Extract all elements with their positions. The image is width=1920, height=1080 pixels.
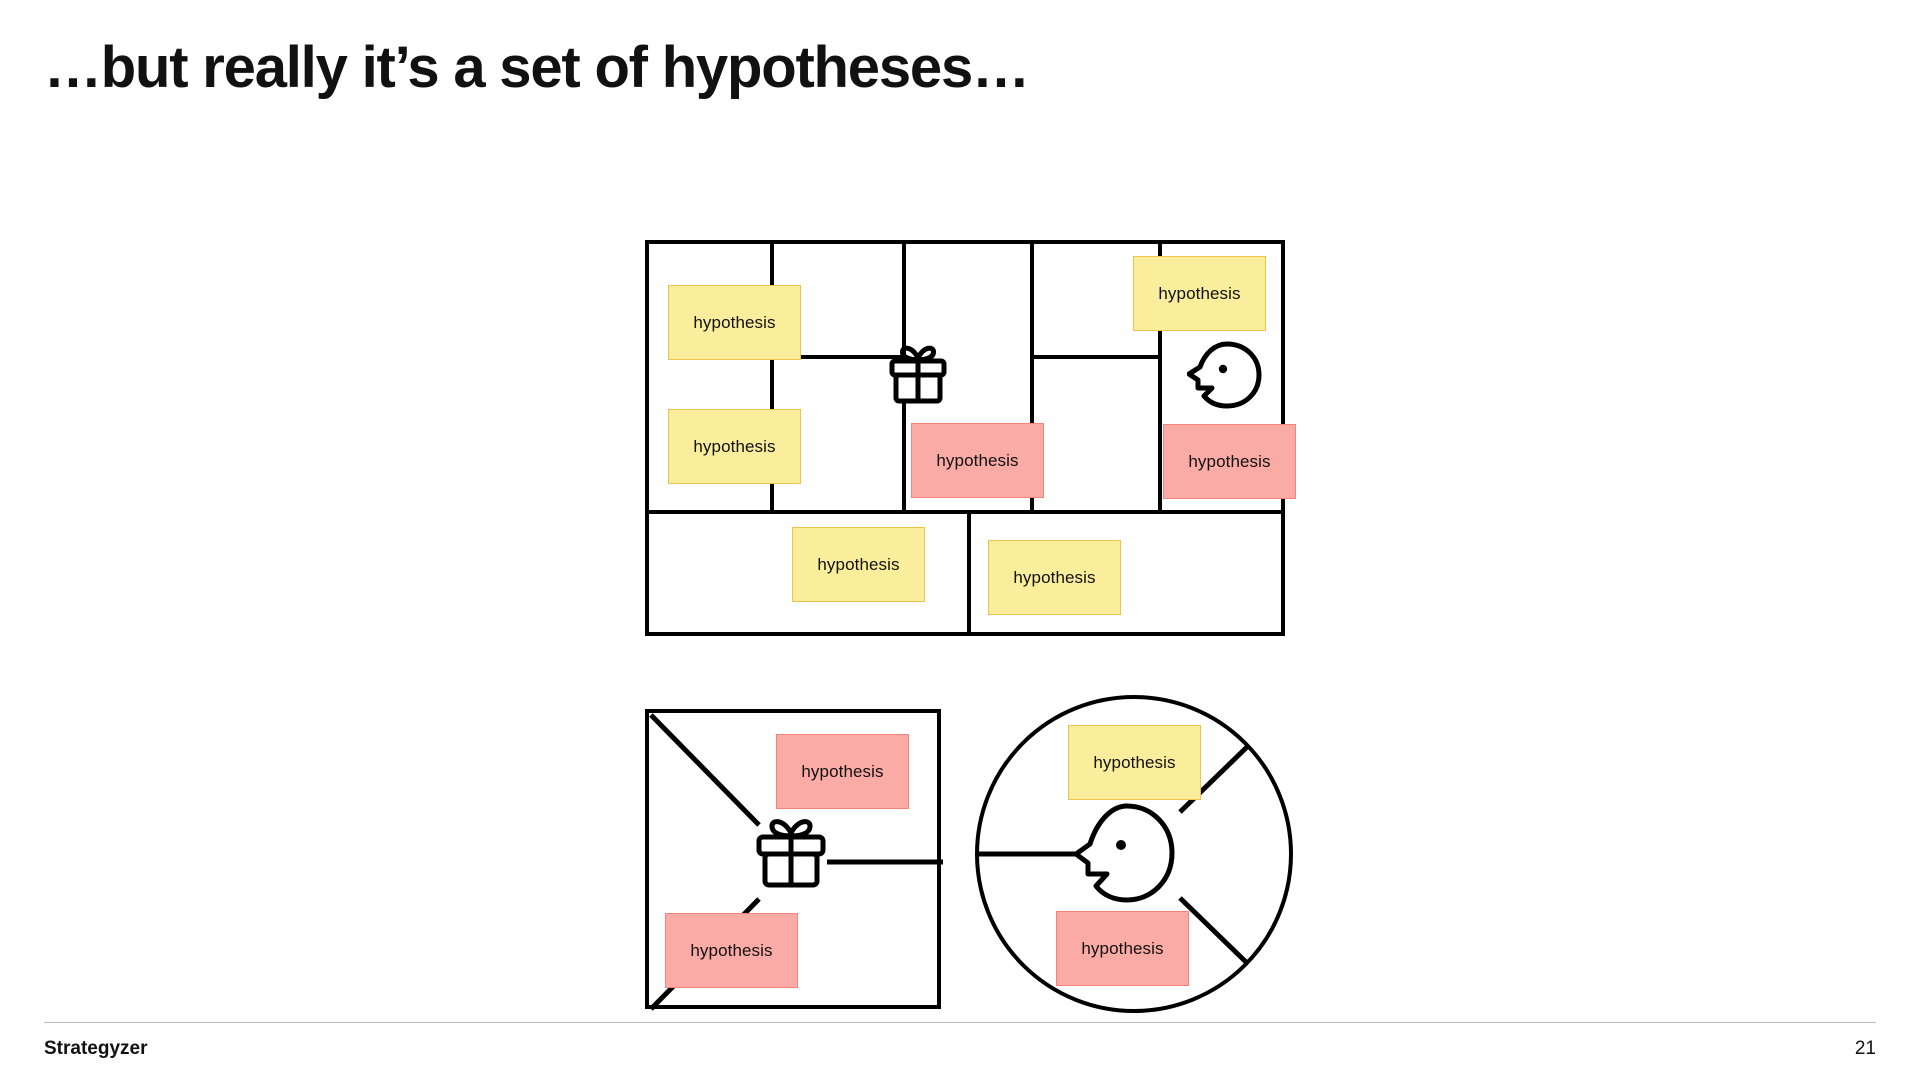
bmc-divider-v1 bbox=[770, 244, 774, 510]
bmc-divider-h-main bbox=[649, 510, 1281, 514]
customer-head-icon bbox=[1186, 336, 1267, 414]
sticky-note-label: hypothesis bbox=[693, 437, 776, 456]
sticky-note[interactable]: hypothesis bbox=[988, 540, 1121, 615]
sticky-note[interactable]: hypothesis bbox=[792, 527, 925, 602]
sticky-note-label: hypothesis bbox=[1093, 753, 1176, 772]
gift-icon bbox=[747, 808, 835, 896]
sticky-note[interactable]: hypothesis bbox=[1163, 424, 1296, 499]
sticky-note[interactable]: hypothesis bbox=[665, 913, 798, 988]
bmc-divider-v4 bbox=[1158, 244, 1162, 510]
sticky-note-label: hypothesis bbox=[1158, 284, 1241, 303]
sticky-note[interactable]: hypothesis bbox=[911, 423, 1044, 498]
bmc-divider-h-channels bbox=[1030, 355, 1162, 359]
page-title: …but really it’s a set of hypotheses… bbox=[44, 35, 1030, 100]
sticky-note-label: hypothesis bbox=[801, 762, 884, 781]
sticky-note-label: hypothesis bbox=[1081, 939, 1164, 958]
bmc-divider-v3 bbox=[1030, 244, 1034, 510]
gift-icon bbox=[881, 336, 955, 410]
sticky-note-label: hypothesis bbox=[817, 555, 900, 574]
footer-divider bbox=[44, 1022, 1876, 1023]
sticky-note-label: hypothesis bbox=[936, 451, 1019, 470]
bmc-divider-v-bottom bbox=[967, 510, 971, 636]
page-number: 21 bbox=[1854, 1038, 1876, 1059]
brand-label: Strategyzer bbox=[44, 1038, 148, 1059]
sticky-note[interactable]: hypothesis bbox=[668, 409, 801, 484]
sticky-note-label: hypothesis bbox=[690, 941, 773, 960]
customer-head-icon bbox=[1072, 801, 1182, 907]
sticky-note[interactable]: hypothesis bbox=[1133, 256, 1266, 331]
bmc-divider-h-keyactivities bbox=[770, 355, 906, 359]
sticky-note[interactable]: hypothesis bbox=[668, 285, 801, 360]
sticky-note[interactable]: hypothesis bbox=[776, 734, 909, 809]
sticky-note-label: hypothesis bbox=[693, 313, 776, 332]
sticky-note-label: hypothesis bbox=[1188, 452, 1271, 471]
sticky-note[interactable]: hypothesis bbox=[1068, 725, 1201, 800]
sticky-note-label: hypothesis bbox=[1013, 568, 1096, 587]
customer-profile-dividers bbox=[979, 745, 1249, 965]
sticky-note[interactable]: hypothesis bbox=[1056, 911, 1189, 986]
